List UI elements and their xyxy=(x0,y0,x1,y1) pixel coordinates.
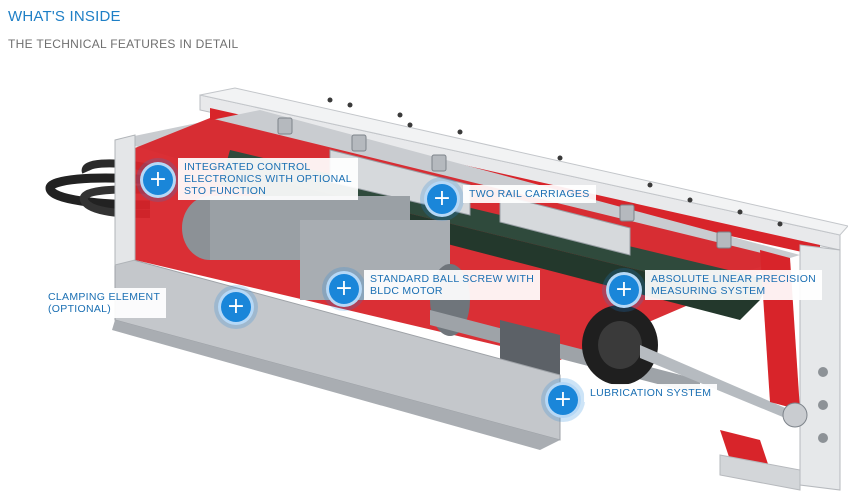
plus-icon: + xyxy=(614,277,634,302)
plus-icon: + xyxy=(553,387,573,412)
hotspot-label-measuring-system: ABSOLUTE LINEAR PRECISION MEASURING SYST… xyxy=(645,270,823,300)
page-subtitle: THE TECHNICAL FEATURES IN DETAIL xyxy=(8,37,239,51)
hotspot-rail-carriages[interactable]: + xyxy=(424,181,460,217)
hotspot-control-electronics[interactable]: + xyxy=(140,162,176,198)
hotspot-label-clamping-element: CLAMPING ELEMENT (OPTIONAL) xyxy=(42,288,167,318)
hotspot-label-control-electronics: INTEGRATED CONTROL ELECTRONICS WITH OPTI… xyxy=(178,158,358,200)
plus-icon: + xyxy=(334,276,354,301)
hotspot-ball-screw[interactable]: + xyxy=(326,271,362,307)
hotspot-clamping-element[interactable]: + xyxy=(218,289,254,325)
hotspot-measuring-system[interactable]: + xyxy=(606,272,642,308)
hotspot-label-rail-carriages: TWO RAIL CARRIAGES xyxy=(463,185,596,203)
page-title: WHAT'S INSIDE xyxy=(8,8,121,25)
plus-icon: + xyxy=(226,294,246,319)
hotspot-label-ball-screw: STANDARD BALL SCREW WITH BLDC MOTOR xyxy=(364,270,541,300)
hotspot-label-lubrication-system: LUBRICATION SYSTEM xyxy=(584,384,718,402)
plus-icon: + xyxy=(148,167,168,192)
hotspot-lubrication-system[interactable]: + xyxy=(545,382,581,418)
plus-icon: + xyxy=(432,186,452,211)
